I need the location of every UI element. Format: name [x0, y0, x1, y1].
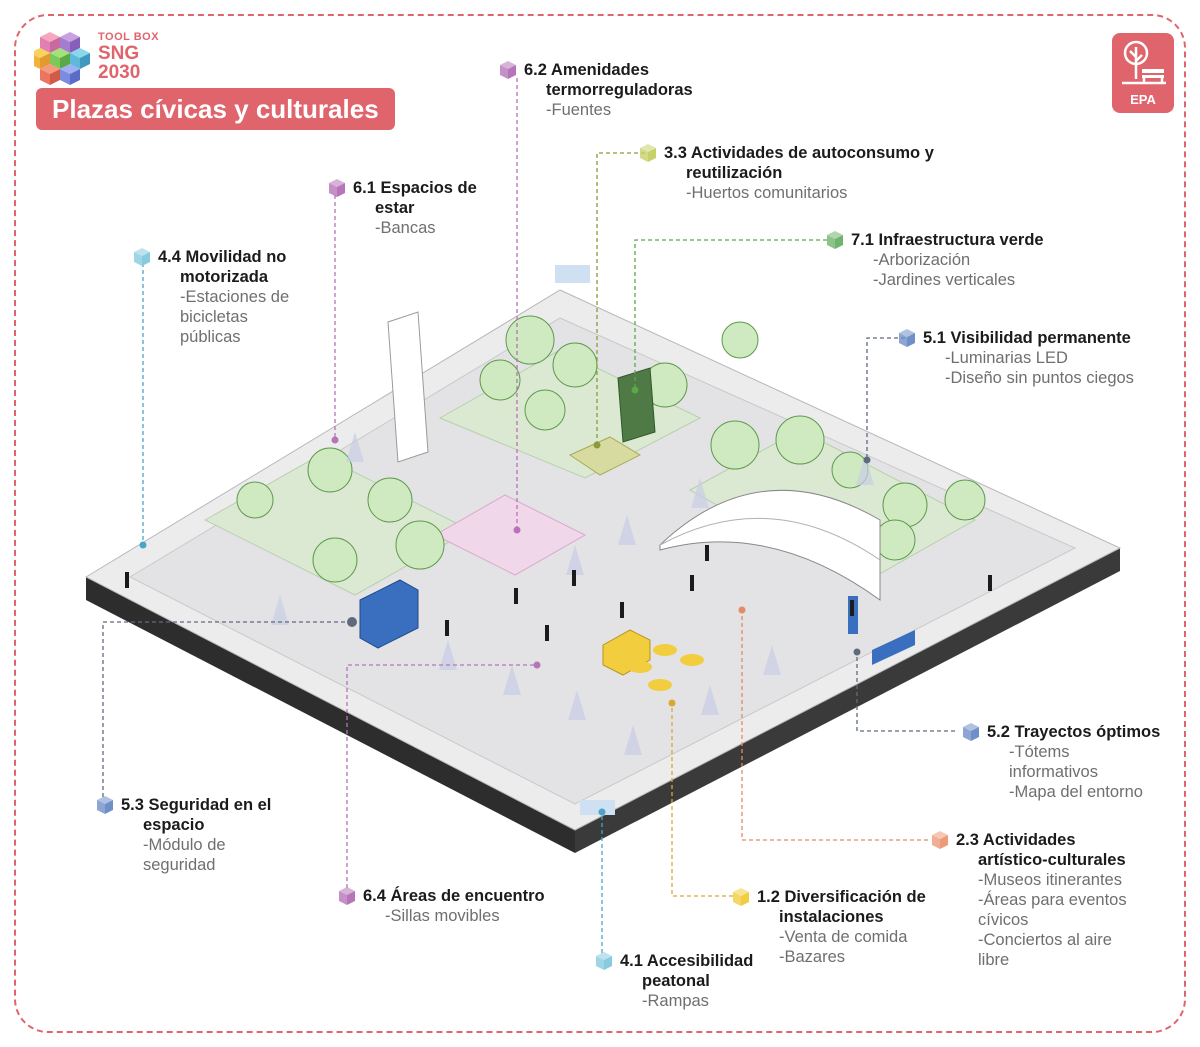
label-heading-cont: peatonal: [642, 972, 710, 990]
label-4-1: 4.1 Accesibilidad peatonal -Rampas: [596, 951, 754, 1011]
label-heading-cont: motorizada: [180, 268, 269, 286]
label-heading-cont: reutilización: [686, 164, 783, 182]
label-3-3: 3.3 Actividades de autoconsumo y reutiliz…: [640, 143, 934, 203]
plaza-base-left: [86, 577, 575, 853]
cube-icon: [827, 231, 843, 249]
label-item: -Mapa del entorno: [1009, 783, 1143, 801]
cube-icon: [899, 329, 915, 347]
cube-icon: [97, 796, 113, 814]
label-heading: 6.2 Amenidades: [524, 61, 650, 79]
label-item: informativos: [1009, 763, 1098, 781]
cube-icon: [339, 887, 355, 905]
label-7-1: 7.1 Infraestructura verde -Arborización -J…: [827, 230, 1044, 290]
label-item: -Bancas: [375, 219, 436, 237]
label-item: -Fuentes: [546, 101, 612, 119]
logo-line-2: SNG: [98, 43, 140, 64]
label-5-2: 5.2 Trayectos óptimos -Tótems informativos…: [963, 722, 1161, 802]
cube-icon: [134, 248, 150, 266]
label-heading: 4.1 Accesibilidad: [620, 952, 754, 970]
label-item: -Áreas para eventos: [978, 891, 1127, 909]
dashed-frame: [14, 14, 1186, 1033]
label-6-4: 6.4 Áreas de encuentro -Sillas movibles: [339, 886, 545, 926]
label-heading-cont: artístico-culturales: [978, 851, 1126, 869]
label-heading: 6.1 Espacios de: [353, 179, 477, 197]
label-item: -Sillas movibles: [385, 907, 500, 925]
label-heading: 1.2 Diversificación de: [757, 888, 926, 906]
label-item: bicicletas: [180, 308, 248, 326]
label-heading: 4.4 Movilidad no: [158, 248, 287, 266]
cube-icon: [329, 179, 345, 197]
label-6-1: 6.1 Espacios de estar -Bancas: [329, 178, 477, 238]
label-item: -Módulo de: [143, 836, 226, 854]
park-bench-tree-icon: [1122, 40, 1166, 85]
label-item: -Conciertos al aire: [978, 931, 1112, 949]
label-heading-cont: espacio: [143, 816, 205, 834]
label-heading-cont: estar: [375, 199, 415, 217]
epa-label: EPA: [1130, 92, 1156, 107]
label-item: seguridad: [143, 856, 216, 874]
label-5-1: 5.1 Visibilidad permanente -Luminarias LE…: [899, 328, 1134, 388]
label-item: -Jardines verticales: [873, 271, 1016, 289]
label-6-2: 6.2 Amenidades termorreguladoras -Fuentes: [500, 60, 693, 120]
label-item: libre: [978, 951, 1010, 969]
toolbox-logo-icon: [34, 32, 90, 85]
label-item: cívicos: [978, 911, 1029, 929]
label-item: públicas: [180, 328, 241, 346]
cube-icon: [640, 144, 656, 162]
label-heading: 5.2 Trayectos óptimos: [987, 723, 1161, 741]
plaza-base-right: [575, 548, 1120, 853]
security-module: [359, 579, 419, 649]
label-item: -Museos itinerantes: [978, 871, 1122, 889]
cube-icon: [596, 952, 612, 970]
cube-icon: [963, 723, 979, 741]
page-title: Plazas cívicas y culturales: [36, 88, 395, 130]
label-item: -Tótems: [1009, 743, 1070, 761]
label-item: -Huertos comunitarios: [686, 184, 848, 202]
label-item: -Venta de comida: [779, 928, 908, 946]
epa-badge: EPA: [1112, 33, 1174, 113]
label-heading: 7.1 Infraestructura verde: [851, 231, 1044, 249]
fountain-area: [433, 494, 587, 576]
label-heading: 5.1 Visibilidad permanente: [923, 329, 1131, 347]
label-heading-cont: termorreguladoras: [546, 81, 693, 99]
label-5-3: 5.3 Seguridad en el espacio -Módulo de segu…: [97, 795, 272, 875]
label-2-3: 2.3 Actividades artístico-culturales -Muse…: [932, 830, 1127, 970]
label-item: -Estaciones de: [180, 288, 290, 306]
label-heading: 6.4 Áreas de encuentro: [363, 887, 545, 905]
label-4-4: 4.4 Movilidad no motorizada -Estaciones de…: [134, 247, 290, 347]
logo-line-1: TOOL BOX: [98, 31, 160, 43]
label-1-2: 1.2 Diversificación de instalaciones -Vent…: [733, 887, 926, 967]
label-item: -Rampas: [642, 992, 709, 1010]
label-item: -Arborización: [873, 251, 971, 269]
label-heading: 3.3 Actividades de autoconsumo y: [664, 144, 934, 162]
label-heading: 2.3 Actividades: [956, 831, 1076, 849]
label-item: -Bazares: [779, 948, 846, 966]
label-item: -Diseño sin puntos ciegos: [945, 369, 1134, 387]
logo-line-3: 2030: [98, 62, 141, 83]
logo-text: TOOL BOX SNG 2030: [98, 31, 160, 83]
cube-icon: [932, 831, 948, 849]
cube-icon: [733, 888, 749, 906]
cube-icon: [500, 61, 516, 79]
label-item: -Luminarias LED: [945, 349, 1068, 367]
label-heading: 5.3 Seguridad en el: [121, 796, 272, 814]
label-heading-cont: instalaciones: [779, 908, 884, 926]
